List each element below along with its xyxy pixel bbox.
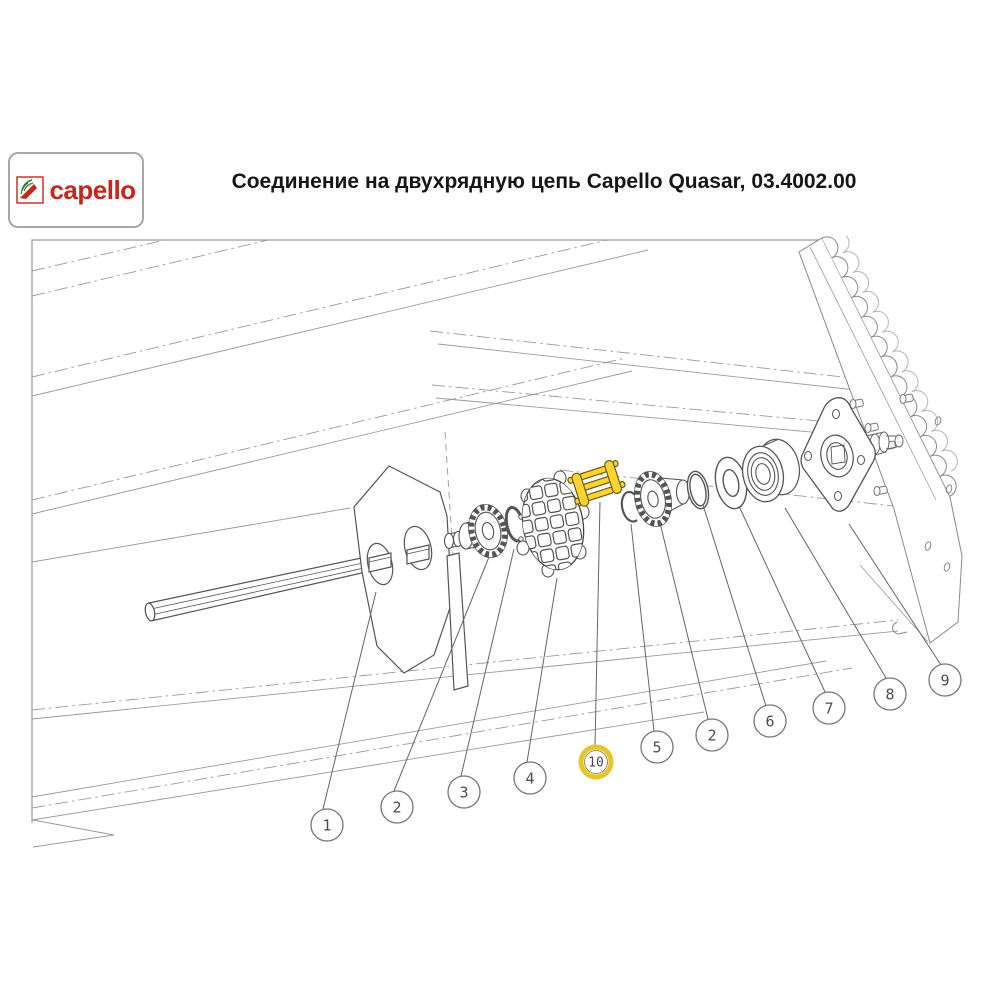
capello-logo: capello <box>8 152 144 228</box>
part-ball-bearing <box>741 438 801 503</box>
serrated-chain-edge <box>821 236 958 497</box>
svg-text:1: 1 <box>322 816 331 834</box>
shaft-through-holes <box>368 544 430 573</box>
background-frame-lines <box>31 239 899 848</box>
callout-2: 2 <box>380 790 414 824</box>
drawing-border <box>31 239 826 823</box>
part-snap-ring <box>620 490 638 523</box>
part-sprocket-rear <box>633 470 691 528</box>
callout-10-highlighted: 10 <box>578 744 614 780</box>
callout-7: 7 <box>812 691 846 725</box>
callout-1: 1 <box>310 808 344 842</box>
part-flange-housing <box>800 397 876 512</box>
callout-3: 3 <box>447 775 481 809</box>
svg-text:5: 5 <box>652 738 661 756</box>
part-chain-connector-highlighted <box>567 460 626 507</box>
callout-2b: 2 <box>695 718 729 752</box>
callout-5: 5 <box>640 730 674 764</box>
callouts: 1 2 3 4 10 <box>310 663 962 842</box>
svg-text:9: 9 <box>940 671 949 689</box>
svg-text:8: 8 <box>885 685 894 703</box>
part-sprocket-front <box>458 503 508 559</box>
svg-text:2: 2 <box>707 726 716 744</box>
svg-text:3: 3 <box>459 783 468 801</box>
callout-6: 6 <box>753 704 787 738</box>
svg-text:6: 6 <box>765 712 774 730</box>
callout-9: 9 <box>928 663 962 697</box>
capello-leaf-swoosh-icon <box>16 176 45 204</box>
svg-text:4: 4 <box>525 769 534 787</box>
support-plate <box>353 465 469 691</box>
callout-8: 8 <box>873 677 907 711</box>
part-circlip <box>504 505 524 543</box>
svg-text:7: 7 <box>824 699 833 717</box>
svg-text:10: 10 <box>588 756 604 771</box>
frame-holes <box>924 416 953 572</box>
callout-leader-lines <box>322 501 942 810</box>
logo-text: capello <box>49 174 136 205</box>
callout-4: 4 <box>513 761 547 795</box>
page-title: Соединение на двухрядную цепь Capello Qu… <box>231 170 857 193</box>
svg-text:2: 2 <box>392 798 401 816</box>
part-o-ring <box>686 470 710 510</box>
